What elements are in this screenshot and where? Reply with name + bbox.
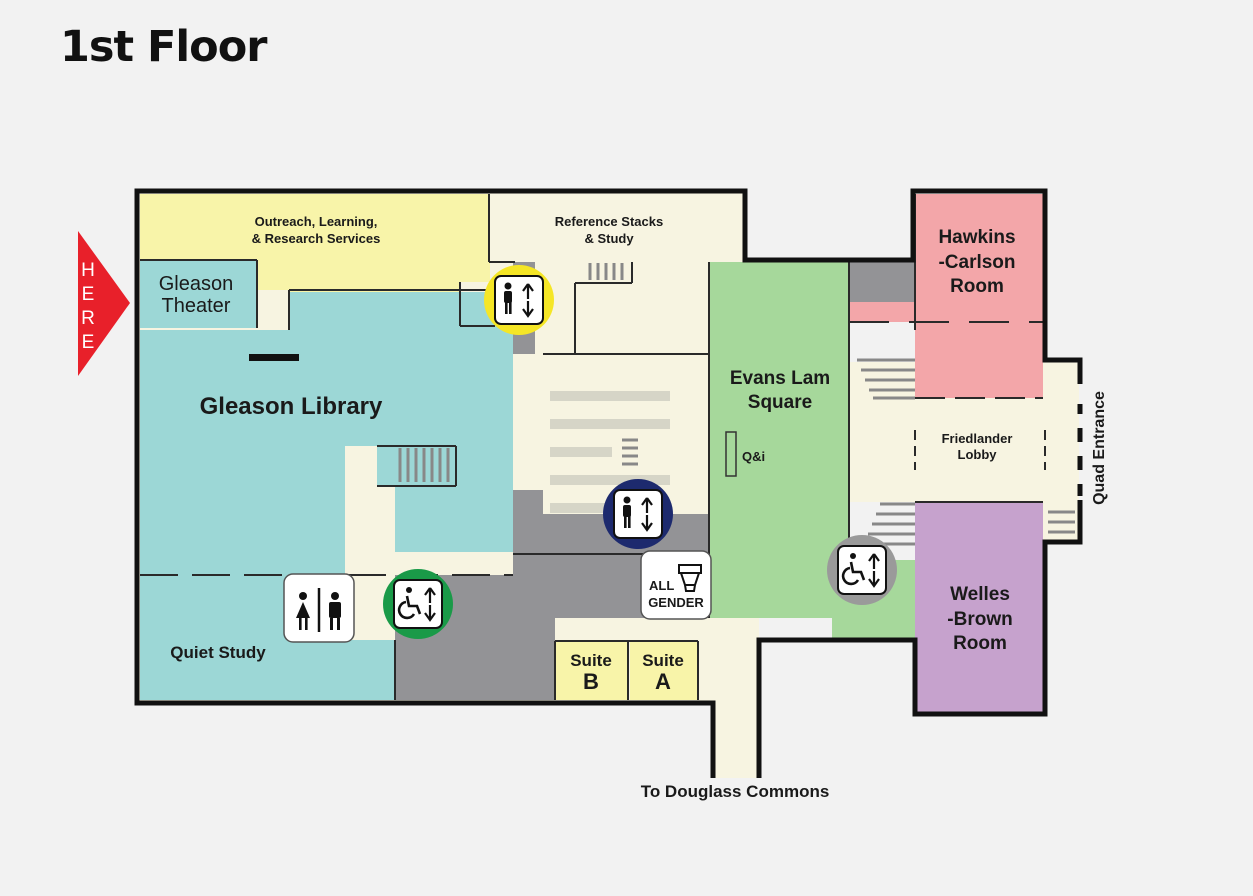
suite-a-label-line1: Suite — [642, 651, 684, 670]
here-letter-r: R — [81, 308, 95, 329]
all-gender-restroom-icon[interactable]: ALL GENDER — [640, 550, 712, 620]
here-letter-e2: E — [82, 332, 95, 353]
you-are-here-marker: H E R E — [78, 231, 130, 376]
welles-label-line2: -Brown — [947, 609, 1012, 630]
gleason-theater-label-line1: Gleason — [159, 273, 234, 295]
room-gleason-theater[interactable] — [140, 260, 257, 328]
hawkins-label-line2: -Carlson — [938, 252, 1015, 273]
reference-label-line2: & Study — [584, 231, 634, 246]
douglass-commons-label: To Douglass Commons — [641, 782, 830, 801]
evans-lam-label-line2: Square — [748, 392, 812, 413]
suite-b-label-line2: B — [583, 669, 599, 694]
room-evans-lam-square[interactable] — [709, 262, 849, 618]
accessible-elevator-icon[interactable] — [827, 535, 897, 605]
room-suite-a[interactable] — [630, 641, 698, 700]
elevator-icon[interactable] — [484, 265, 554, 335]
outer-walls — [134, 188, 1083, 778]
here-letter-e1: E — [82, 284, 95, 305]
room-hawkins-carlson[interactable] — [849, 194, 1043, 398]
friedlander-label-line1: Friedlander — [942, 431, 1013, 446]
welles-label-line1: Welles — [950, 584, 1010, 605]
page-title: 1st Floor — [60, 22, 267, 72]
suite-a-label-line2: A — [655, 669, 671, 694]
all-gender-line1: ALL — [649, 578, 674, 593]
friedlander-label-line2: Lobby — [958, 447, 998, 462]
quiet-study-label: Quiet Study — [170, 643, 266, 662]
room-welles-brown[interactable] — [915, 502, 1043, 712]
stairs — [398, 263, 1075, 546]
restroom-icon[interactable] — [283, 573, 355, 643]
reference-label-line1: Reference Stacks — [555, 214, 663, 229]
outreach-label-line1: Outreach, Learning, — [255, 214, 378, 229]
suite-b-label-line1: Suite — [570, 651, 612, 670]
elevator-icon[interactable] — [603, 479, 673, 549]
accessible-elevator-icon[interactable] — [383, 569, 453, 639]
quad-entrance-label: Quad Entrance — [1091, 391, 1108, 505]
room-gleason-library[interactable] — [140, 292, 513, 700]
room-suite-b[interactable] — [555, 641, 628, 700]
all-gender-line2: GENDER — [648, 595, 704, 610]
outreach-label-line2: & Research Services — [252, 231, 381, 246]
welles-label-line3: Room — [953, 633, 1007, 654]
gleason-library-label: Gleason Library — [200, 393, 383, 420]
qi-label: Q&i — [742, 449, 765, 464]
interior-walls — [140, 194, 1046, 700]
here-letter-h: H — [81, 260, 95, 281]
evans-lam-label-line1: Evans Lam — [730, 368, 830, 389]
hawkins-label-line3: Room — [950, 276, 1004, 297]
hawkins-label-line1: Hawkins — [938, 227, 1015, 248]
gleason-theater-label-line2: Theater — [162, 295, 231, 317]
